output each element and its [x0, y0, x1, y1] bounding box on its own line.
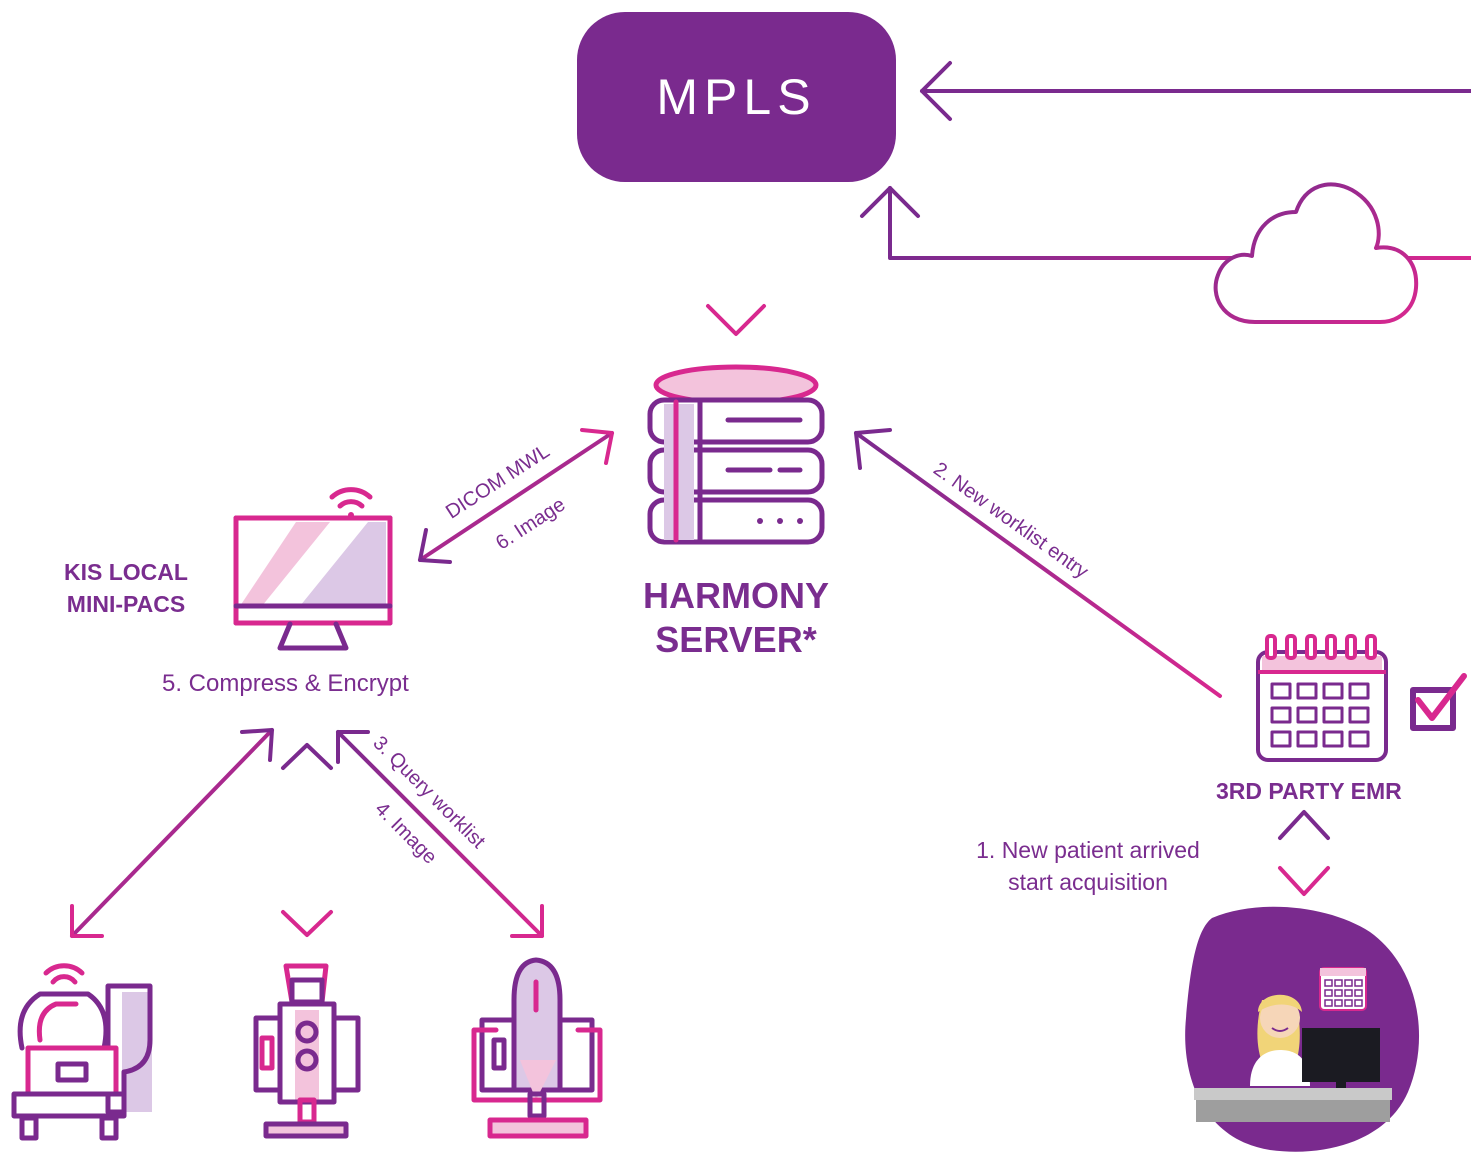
arrow-emr-receptionist — [1278, 810, 1330, 896]
checkbox-icon — [1410, 673, 1467, 731]
kis-label: KIS LOCAL MINI-PACS — [40, 556, 212, 620]
receptionist-illustration — [1185, 906, 1420, 1152]
cloud-icon — [1213, 182, 1419, 324]
server-label-line1: HARMONY — [643, 575, 829, 616]
emr-label: 3RD PARTY EMR — [1216, 778, 1402, 804]
eye-device-1-icon — [11, 963, 153, 1141]
patient-arrived-text: 1. New patient arrived start acquisition — [928, 834, 1248, 898]
server-label: HARMONY SERVER* — [606, 574, 866, 662]
eye-device-2-icon — [253, 963, 361, 1139]
database-server-icon — [647, 364, 825, 545]
arrow-kis-device-2 — [281, 743, 333, 937]
arrow-emr-to-server — [854, 428, 1222, 698]
arrow-kis-device-1 — [70, 728, 274, 938]
kis-label-line2: MINI-PACS — [66, 591, 186, 617]
server-label-line2: SERVER* — [655, 619, 817, 660]
arrow-into-mpls — [920, 61, 1471, 121]
arrow-server-kis — [418, 428, 614, 564]
monitor-wifi-icon — [233, 487, 393, 651]
eye-device-3-icon — [471, 957, 603, 1139]
mpls-label: MPLS — [656, 69, 817, 125]
patient-arrived-line1: 1. New patient arrived — [976, 837, 1200, 863]
kis-caption: 5. Compress & Encrypt — [162, 670, 409, 697]
arrow-mpls-to-server — [706, 180, 766, 336]
kis-label-line1: KIS LOCAL — [64, 559, 188, 585]
arrow-kis-device-3 — [336, 730, 544, 938]
patient-arrived-line2: start acquisition — [1008, 869, 1168, 895]
mpls-node: MPLS — [577, 12, 896, 182]
calendar-icon — [1256, 634, 1388, 762]
